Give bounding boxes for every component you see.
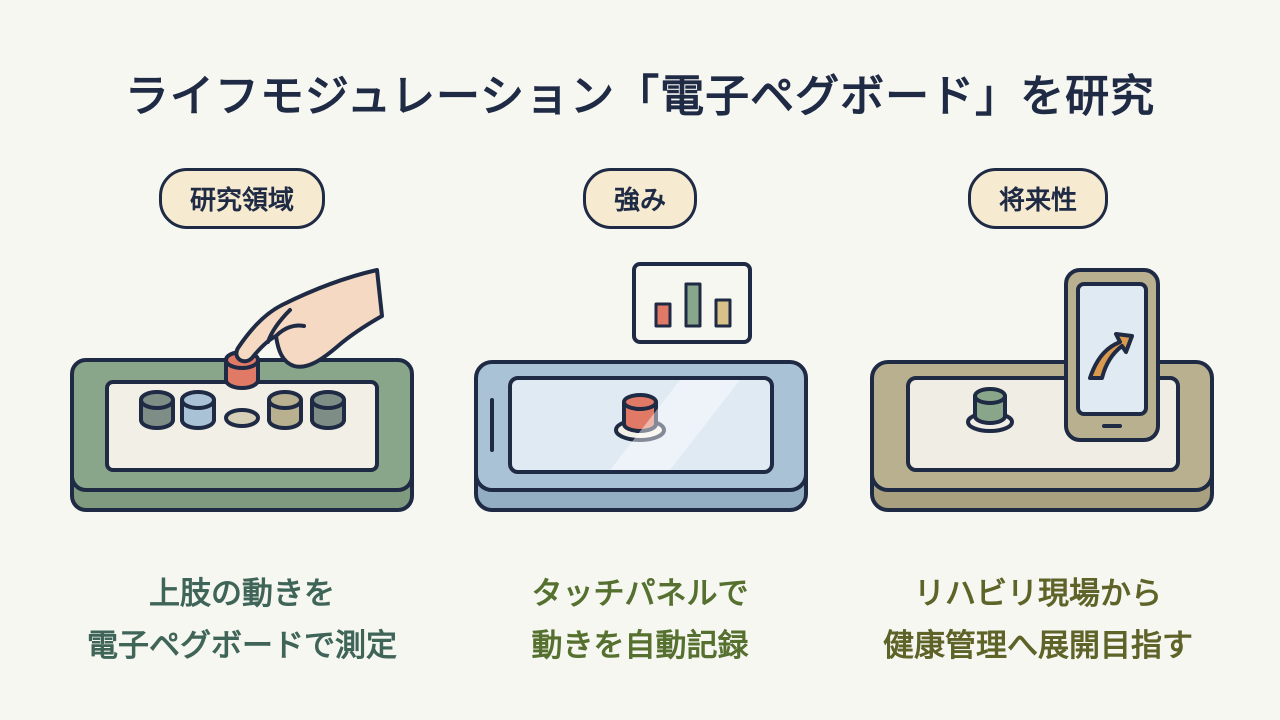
panel-strength: 強み タッチパネルで 動きを自動記録 — [430, 160, 850, 700]
panel-future: 将来性 リハビリ現場から 健康管理へ展開目指す — [828, 160, 1248, 700]
empty-hole — [224, 408, 260, 428]
caption-line: タッチパネルで — [531, 576, 749, 612]
hand-icon — [234, 268, 384, 369]
peg — [267, 390, 303, 430]
peg — [966, 387, 1014, 433]
pegboard-illustration — [70, 268, 414, 512]
caption-strength: タッチパネルで 動きを自動記録 — [430, 568, 850, 672]
arrow-up-icon — [1088, 332, 1134, 380]
caption-line: 健康管理へ展開目指す — [883, 628, 1193, 664]
caption-research-area: 上肢の動きを 電子ペグボードで測定 — [32, 568, 452, 672]
peg — [180, 390, 216, 430]
badge-strength: 強み — [582, 168, 698, 229]
peg — [310, 390, 346, 430]
caption-line: 電子ペグボードで測定 — [87, 628, 397, 664]
badge-future: 将来性 — [967, 168, 1109, 229]
caption-line: 上肢の動きを — [149, 576, 335, 612]
peg — [614, 393, 666, 442]
touchpanel-illustration — [474, 262, 808, 512]
future-illustration — [870, 268, 1214, 512]
caption-line: リハビリ現場から — [914, 576, 1162, 612]
page-title: ライフモジュレーション「電子ペグボード」を研究 — [124, 71, 1156, 122]
caption-future: リハビリ現場から 健康管理へ展開目指す — [828, 568, 1248, 672]
caption-line: 動きを自動記録 — [531, 628, 749, 664]
badge-research-area: 研究領域 — [158, 168, 326, 229]
peg — [139, 390, 175, 430]
panel-research-area: 研究領域 — [32, 160, 452, 700]
